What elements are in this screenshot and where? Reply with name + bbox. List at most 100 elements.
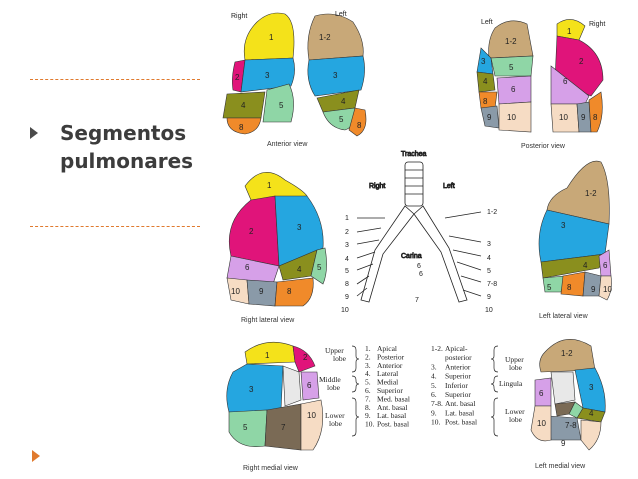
legend-segment-name: Lat. basal — [445, 408, 474, 417]
legend-group-label: Middle — [319, 375, 341, 384]
rlat-ant-basal — [274, 277, 314, 307]
seg-label: 10 — [603, 285, 612, 294]
legend-segment-name: posterior — [445, 353, 472, 362]
legend-segment-name: Anterior — [445, 362, 471, 371]
anterior-left-apical-posterior — [307, 13, 364, 61]
seg-label: 4 — [483, 77, 488, 86]
seg-label: 2 — [235, 73, 240, 82]
divider-top — [30, 79, 200, 80]
legend-segment-name: Anterior — [377, 361, 403, 370]
left-branch — [462, 289, 482, 297]
rmed-apical — [244, 341, 296, 365]
seg-label: 8 — [483, 97, 488, 106]
seg-label: 5 — [547, 283, 552, 292]
bronchus-number: 5 — [345, 268, 349, 275]
anterior-right-apical — [243, 12, 295, 61]
posterior-left-label: Left — [481, 19, 493, 26]
bronchus-number: 4 — [345, 256, 349, 263]
bronchus-number: 8 — [345, 281, 349, 288]
posterior-left-superior — [476, 71, 496, 93]
seg-label: 1-2 — [585, 189, 597, 198]
seg-label: 5 — [243, 423, 248, 432]
posterior-left-post-basal — [498, 101, 532, 133]
legend-brace — [490, 375, 499, 393]
seg-label: 2 — [303, 353, 308, 362]
rmed-hilum — [282, 365, 302, 407]
seg-label: 6 — [563, 77, 568, 86]
lmed-ant-basal — [554, 401, 576, 417]
carina-label: Carina — [401, 253, 422, 260]
right-branch — [356, 227, 382, 233]
anterior-right-ant-basal — [226, 117, 262, 135]
legend-group-label: Upper — [325, 346, 344, 355]
right-lateral-view-title: Right lateral view — [241, 317, 295, 324]
legend-segment-name: Lat. basal — [377, 411, 406, 420]
slide-title-line2: pulmonares — [60, 149, 194, 173]
legend-brace — [351, 345, 360, 373]
slide-title: Segmentos pulmonares — [60, 119, 250, 175]
legend-segment-name: Ant. basal — [377, 403, 407, 412]
rlat-medial — [310, 247, 327, 285]
seg-label: 9 — [487, 113, 492, 122]
seg-label: 7 — [281, 423, 286, 432]
rmed-posterior — [292, 345, 316, 373]
anterior-right-label: Right — [231, 13, 247, 20]
posterior-right-apical — [556, 19, 586, 41]
anterior-view: Right Left 1 2 3 4 5 8 1-2 3 4 5 8 Anter… — [222, 11, 367, 148]
seg-label: 3 — [589, 383, 594, 392]
legend-group-label: lobe — [509, 363, 523, 372]
legend-segment-name: Superior — [445, 390, 471, 399]
seg-label: 5 — [509, 63, 514, 72]
bronchus-number: 5 — [487, 268, 491, 275]
seg-label: 3 — [561, 221, 566, 230]
left-branch — [456, 261, 482, 271]
seg-label: 8 — [567, 283, 572, 292]
seg-label: 9 — [259, 287, 264, 296]
right-bronchus-label: Right — [369, 183, 385, 190]
bronchial-tree: Trachea Right Left Carina — [356, 151, 482, 303]
legend-segment-name: Medial — [377, 378, 398, 387]
seg-label: 1-2 — [561, 349, 573, 358]
anterior-left-label: Left — [335, 11, 347, 18]
legend-group-label: lobe — [509, 415, 523, 424]
legend-group-label: Lower — [505, 407, 525, 416]
bronchial-numbers: 1 2 3 4 5 8 9 10 7 6 6 1-2 3 4 5 7-8 9 1… — [341, 209, 497, 314]
seg-label: 10 — [231, 287, 240, 296]
left-main-bronchus — [413, 205, 468, 303]
seg-label: 7-8 — [565, 421, 577, 430]
left-bronchus-label: Left — [443, 183, 455, 190]
bronchus-number: 3 — [345, 242, 349, 249]
right-branch — [356, 263, 374, 271]
right-medial-view-title: Right medial view — [243, 465, 299, 472]
legend-number: 3. — [365, 361, 371, 370]
posterior-view: Left Right 1-2 3 4 5 6 8 9 10 1 2 6 10 9… — [476, 19, 605, 150]
posterior-view-title: Posterior view — [521, 143, 566, 150]
legend-segment-name: Superior — [445, 372, 471, 381]
legend-number: 10. — [365, 420, 375, 429]
seg-label: 1-2 — [319, 33, 331, 42]
seg-label: 1 — [267, 181, 272, 190]
legend-brace — [490, 345, 499, 373]
seg-label: 6 — [539, 389, 544, 398]
seg-label: 10 — [507, 113, 516, 122]
seg-label: 9 — [581, 113, 586, 122]
seg-label: 4 — [341, 97, 346, 106]
rlat-anterior — [274, 195, 324, 267]
seg-label: 1 — [567, 27, 572, 36]
seg-label: 4 — [589, 409, 594, 418]
bronchus-number: 10 — [485, 307, 493, 314]
seg-label: 8 — [357, 121, 362, 130]
bronchus-number: 6 — [419, 271, 423, 278]
bronchus-number: 7 — [415, 297, 419, 304]
bronchus-number: 4 — [487, 255, 491, 262]
right-branch — [356, 239, 380, 245]
bronchus-number: 1 — [345, 215, 349, 222]
legend: Upper lobe Middle lobe Lower lobe 1.Apic… — [319, 344, 525, 437]
legend-number: 7-8. — [431, 399, 443, 408]
seg-label: 3 — [297, 223, 302, 232]
seg-label: 8 — [593, 113, 598, 122]
rmed-anterior — [226, 363, 284, 413]
anterior-left-anterior — [307, 55, 365, 97]
legend-number: 1. — [365, 344, 371, 353]
seg-label: 5 — [317, 263, 322, 272]
